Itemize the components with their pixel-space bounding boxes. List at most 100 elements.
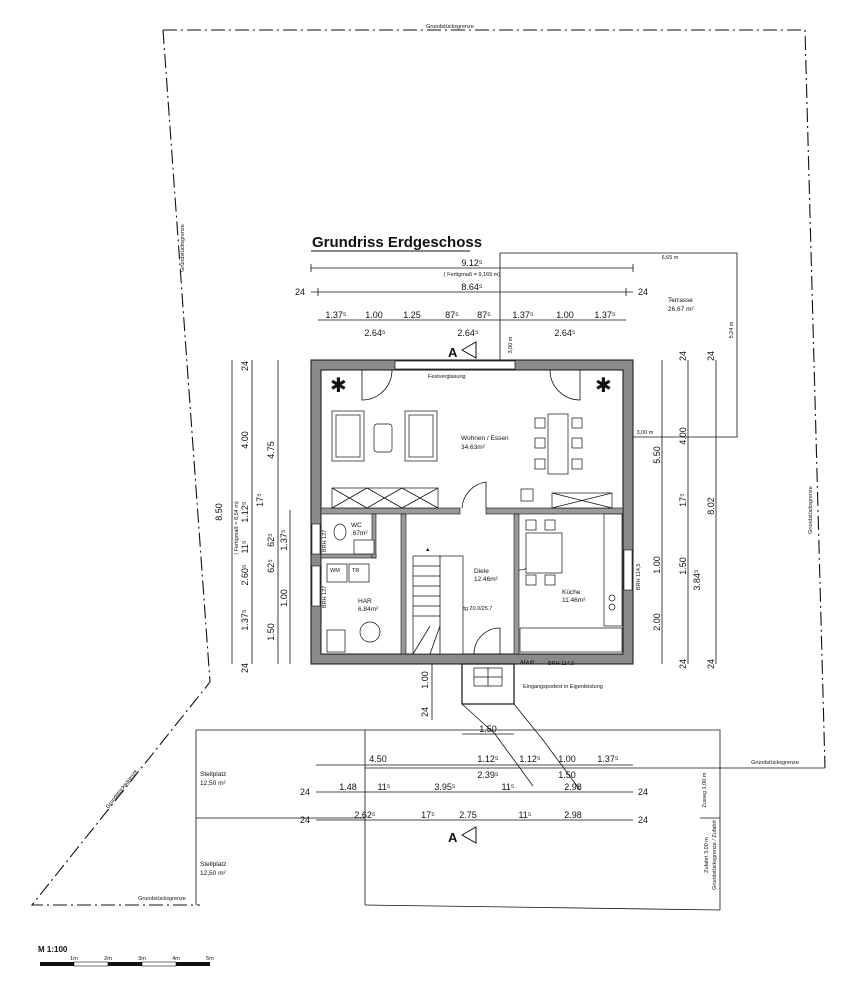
dim-top-row3-6: 1.37⁵ xyxy=(512,310,534,320)
section-a-label-bottom: A xyxy=(448,830,458,845)
entrance-podest: 1.00 24 1.50 xyxy=(420,663,581,791)
dim-top-row3-4: 87⁵ xyxy=(445,310,459,320)
scale-tick-2: 2m xyxy=(104,956,112,962)
dim-left-col3-8: 1.37⁵ xyxy=(240,609,250,631)
label-wm: WM xyxy=(330,568,340,574)
bottom-dimensions: 4.50 1.12⁵ 1.12⁵ 1.00 1.37⁵ 2.39⁵ 1.50 2… xyxy=(300,754,648,825)
terrace-name: Terrasse xyxy=(668,297,693,304)
dim-bottom-row1b-1: 2.39⁵ xyxy=(477,770,499,780)
plant-icon-left: ✱ xyxy=(330,375,347,397)
house-walls xyxy=(310,359,634,665)
room-wohnen-name: Wohnen / Essen xyxy=(461,435,509,442)
label-brh-1145-bottom: BRH 114,5 xyxy=(548,661,575,667)
dim-top-row3-3: 1.25 xyxy=(403,310,421,320)
parking-area: Stellplatz 12,50 m² Stellplatz 12,50 m² … xyxy=(195,729,825,911)
label-abluft: Abluft xyxy=(520,660,535,666)
terrace-area: 26,67 m² xyxy=(668,306,694,313)
dim-bottom-row1b-2: 1.50 xyxy=(558,770,576,780)
dim-fertigmass-left: ( Fertigmaß = 8,54 m) xyxy=(234,501,240,555)
dim-bottom-row1-1: 4.50 xyxy=(369,754,387,764)
stellplatz-1-name: Stellplatz xyxy=(200,771,226,778)
dim-left-col3-3: 17⁵ xyxy=(255,493,265,507)
dim-top-row4-2: 2.64⁵ xyxy=(457,328,479,338)
dim-left-24-bottom: 24 xyxy=(240,663,250,673)
dim-left-col3-4: 1.00 xyxy=(279,589,289,607)
label-zufahrt: Zufahrt 3,00 m xyxy=(704,837,710,873)
dim-left-col3-9: 1.50 xyxy=(266,623,276,641)
scale-bar: M 1:100 1m 2m 3m 4m 5m xyxy=(38,945,214,967)
dim-top-row3-7: 1.00 xyxy=(556,310,574,320)
label-stair: 14 Stg 20.0/25.7 xyxy=(452,606,492,612)
dim-bottom-row2-2: 1.48 xyxy=(339,782,357,792)
boundary-label-right: Grundstücksgrenze xyxy=(808,486,814,534)
dim-left-col3-2: 1.12⁵ xyxy=(240,501,250,523)
boundary-label-diagonal: Grundstücksgrenze xyxy=(105,769,139,810)
plant-icon-right: ✱ xyxy=(595,375,612,397)
plan-title: Grundriss Erdgeschoss xyxy=(312,234,482,251)
section-marker-top: A xyxy=(448,341,477,360)
left-dimensions: 8.50 ( Fertigmaß = 8,54 m) 4.00 1.12⁵ 2.… xyxy=(214,360,291,673)
dim-top-row3-1: 1.37⁵ xyxy=(325,310,347,320)
stellplatz-1-area: 12,50 m² xyxy=(200,780,226,787)
room-kueche-name: Küche xyxy=(562,589,581,596)
dim-top-overall: 9.12⁵ xyxy=(461,258,483,268)
terrace-outline: 6,65 m 5,24 m 3,00 m Terrasse 26,67 m² xyxy=(499,252,738,438)
dim-left-col2-2: 62⁵ xyxy=(266,533,276,547)
dim-right-24-4: 24 xyxy=(706,659,716,669)
boundary-label-left: Grundstücksgrenze xyxy=(180,224,186,272)
label-tr: TR xyxy=(352,568,359,574)
dim-left-col3-5: 11⁵ xyxy=(240,540,250,553)
stellplatz-2-area: 12,50 m² xyxy=(200,870,226,877)
furniture: ▲ WM TR ✱ ✱ xyxy=(326,375,623,655)
dim-bottom-row1-3: 1.12⁵ xyxy=(519,754,541,764)
dim-right-col1-3: 2.00 xyxy=(652,613,662,631)
section-a-label-top: A xyxy=(448,345,458,360)
dim-right-col1-2: 1.00 xyxy=(652,556,662,574)
dim-left-col3-6: 2.60⁵ xyxy=(240,564,250,586)
dim-bottom-row2-3: 11⁵ xyxy=(377,782,390,792)
dim-right-col1-1: 5.50 xyxy=(652,446,662,464)
dim-right-col3-1: 8.02 xyxy=(706,497,716,515)
label-festverglasung: Festverglasung xyxy=(428,374,466,380)
room-labels: Wohnen / Essen 34.63m² Diele 12.46m² Küc… xyxy=(322,374,642,690)
dim-bottom-row1-4: 1.00 xyxy=(558,754,576,764)
dim-top-row3-8: 1.37⁵ xyxy=(594,310,616,320)
room-kueche-area: 11.46m² xyxy=(562,597,586,604)
dim-left-col3-1: 4.00 xyxy=(240,431,250,449)
terrace-dim-524: 5,24 m xyxy=(729,321,735,338)
dim-right-col2-2: 17⁵ xyxy=(678,493,688,507)
dim-right-col2-1: 4.00 xyxy=(678,427,688,445)
dim-top-row4-1: 2.64⁵ xyxy=(364,328,386,338)
dim-top-inner: 8.64⁵ xyxy=(461,282,483,292)
room-diele-area: 12.46m² xyxy=(474,576,499,583)
dim-top-row4-3: 2.64⁵ xyxy=(554,328,576,338)
dim-entrance-150: 1.50 xyxy=(479,724,497,734)
dim-top-24-left: 24 xyxy=(295,287,305,297)
dim-bottom-row2-4: 3.95⁵ xyxy=(434,782,456,792)
dim-left-col3-7: 62⁵ xyxy=(266,559,276,573)
dim-right-col2-4: 3.84⁵ xyxy=(692,569,702,591)
dim-bottom-row1-2: 1.12⁵ xyxy=(477,754,499,764)
scale-tick-5: 5m xyxy=(206,956,214,962)
dim-left-overall: 8.50 xyxy=(214,503,224,521)
dim-bottom-row3-4: 2.75 xyxy=(459,810,477,820)
scale-tick-1: 1m xyxy=(70,956,78,962)
dim-top-300m: 3,00 m xyxy=(508,336,514,353)
dim-bottom-row3-6: 2.98 xyxy=(564,810,582,820)
dim-left-col2-3: 1.37⁵ xyxy=(279,529,289,551)
label-brh-127-upper: BRH 127 xyxy=(322,530,328,552)
dim-bottom-row3-3: 17⁵ xyxy=(421,810,435,820)
label-zuweg: Zuweg 1,00 m xyxy=(702,772,708,807)
boundary-label-street: Grundstücksgrenze xyxy=(751,760,799,766)
room-wc-name: WC xyxy=(351,522,362,529)
scale-tick-4: 4m xyxy=(172,956,180,962)
label-eingangspodest: Eingangspodest in Eigenleistung xyxy=(523,684,603,690)
boundary-label-top: Grundstücksgrenze xyxy=(426,24,474,30)
dim-right-col2-3: 1.50 xyxy=(678,557,688,575)
room-wc-area: .67m² xyxy=(351,530,368,537)
dim-bottom-row3-5: 11⁵ xyxy=(518,810,531,820)
stair-arrow: ▲ xyxy=(425,547,430,553)
scale-label: M 1:100 xyxy=(38,945,68,954)
label-brh-1145-right: BRH 114,5 xyxy=(636,564,642,591)
